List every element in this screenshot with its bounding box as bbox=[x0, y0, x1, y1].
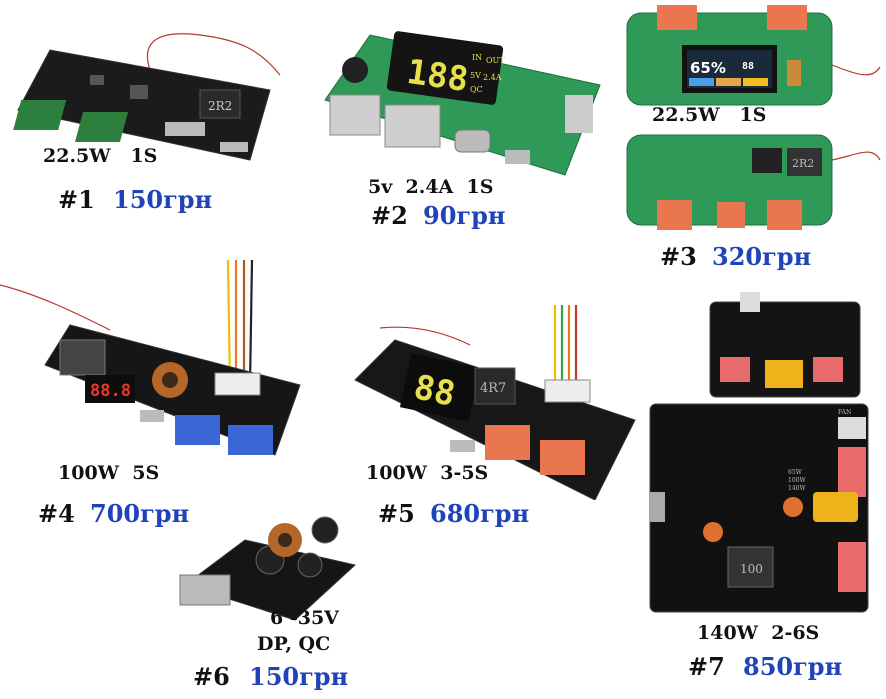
b2-label-out: OUT bbox=[486, 56, 505, 65]
b2-label-amp: 2.4A bbox=[483, 73, 502, 82]
board-3-top-image: 65% 88 bbox=[626, 5, 881, 106]
b3-battery-pct: 65% bbox=[690, 59, 726, 77]
b7-option-140w: 140W bbox=[788, 485, 806, 492]
board-6-spec-line1: 6 -35V bbox=[270, 607, 339, 629]
board-1-spec: 22.5W 1S bbox=[43, 145, 158, 167]
b7-option-65w: 65W bbox=[788, 469, 803, 476]
board-1-image: 2R2 bbox=[13, 33, 281, 161]
b2-label-in: IN bbox=[472, 53, 482, 62]
board-1-number: #1 bbox=[58, 185, 95, 214]
b5-inductor-label: 4R7 bbox=[480, 381, 506, 396]
board-7-main-image: FAN 100 65W 100W 140W bbox=[649, 403, 869, 613]
board-3-number: #3 bbox=[660, 242, 697, 271]
board-2-price: 90грн bbox=[423, 201, 506, 230]
board-5-image: 88 4R7 bbox=[354, 305, 636, 500]
board-5-spec: 100W 3-5S bbox=[366, 462, 489, 484]
b1-inductor-label: 2R2 bbox=[208, 99, 232, 113]
board-4-image: 88.8 bbox=[0, 259, 301, 456]
b3-inductor-label: 2R2 bbox=[792, 157, 814, 170]
b2-label-5v: 5V bbox=[470, 71, 481, 80]
board-3-price: 320грн bbox=[712, 242, 812, 271]
b3-side-digits: 88 bbox=[742, 61, 754, 72]
board-6-spec-line2: DP, QC bbox=[257, 633, 331, 655]
board-2-number: #2 bbox=[371, 201, 408, 230]
board-3-bottom-image: 2R2 bbox=[626, 134, 881, 230]
board-5-number: #5 bbox=[378, 499, 415, 528]
board-3-spec: 22.5W 1S bbox=[652, 104, 767, 126]
b7-fan-label-1: FAN bbox=[838, 409, 851, 416]
board-4-price: 700грн bbox=[90, 499, 190, 528]
board-7-top-image bbox=[709, 292, 861, 398]
board-4-number: #4 bbox=[38, 499, 75, 528]
board-2-spec: 5v 2.4A 1S bbox=[368, 176, 494, 198]
b7-inductor-label: 100 bbox=[740, 562, 763, 576]
board-7-number: #7 bbox=[688, 652, 725, 681]
board-4-spec: 100W 5S bbox=[58, 462, 160, 484]
board-6-number: #6 bbox=[193, 662, 230, 691]
b7-option-100w: 100W bbox=[788, 477, 806, 484]
board-7-spec: 140W 2-6S bbox=[697, 622, 820, 644]
board-6-image bbox=[179, 516, 357, 621]
board-2-image: 188 IN OUT 5V 2.4A QC bbox=[324, 31, 601, 176]
b5-display: 88 bbox=[410, 367, 458, 415]
b4-display: 88.8 bbox=[90, 381, 131, 401]
board-6-price: 150грн bbox=[249, 662, 349, 691]
b2-display-digits: 188 bbox=[404, 52, 470, 100]
board-7-price: 850грн bbox=[743, 652, 843, 681]
board-1-price: 150грн bbox=[113, 185, 213, 214]
board-5-price: 680грн bbox=[430, 499, 530, 528]
b2-label-qc: QC bbox=[470, 85, 483, 94]
